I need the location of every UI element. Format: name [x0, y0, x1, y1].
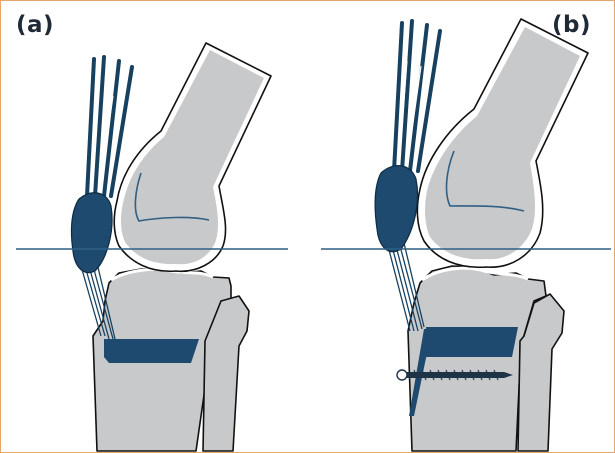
bone-block — [104, 339, 199, 363]
panel-b: (b) — [306, 1, 615, 453]
knee-illustration-b — [306, 1, 615, 453]
knee-illustration-a — [1, 1, 306, 453]
panel-a: (a) — [1, 1, 306, 453]
patella — [71, 193, 112, 273]
panel-label-b: (b) — [552, 14, 591, 37]
patella — [375, 166, 417, 252]
bone-block — [424, 327, 518, 357]
panel-label-a: (a) — [16, 14, 54, 37]
